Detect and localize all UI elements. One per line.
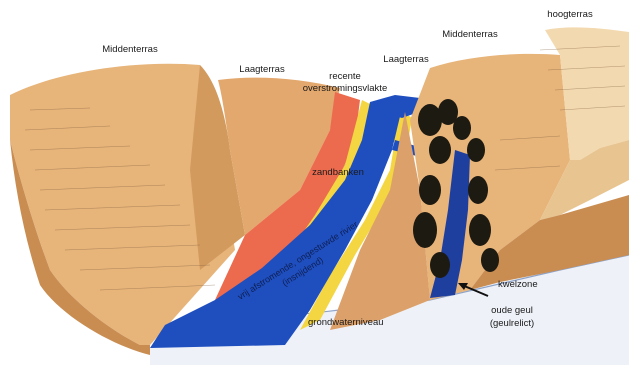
label-overstromingsvlakte: overstromingsvlakte	[303, 83, 387, 94]
label-zandbanken: zandbanken	[312, 167, 364, 178]
label-laagterras-left: Laagterras	[239, 64, 285, 75]
label-middenterras-left: Middenterras	[102, 44, 158, 55]
label-oude-geul: oude geul	[491, 305, 533, 316]
label-grondwaterniveau: grondwaterniveau	[308, 317, 384, 328]
label-hoogterras: hoogterras	[547, 9, 593, 20]
label-middenterras-right: Middenterras	[442, 29, 498, 40]
label-recente: recente	[329, 71, 361, 82]
label-geulrelict: (geulrelict)	[490, 318, 534, 329]
label-laagterras-right: Laagterras	[383, 54, 429, 65]
label-kwelzone: kwelzone	[498, 279, 538, 290]
